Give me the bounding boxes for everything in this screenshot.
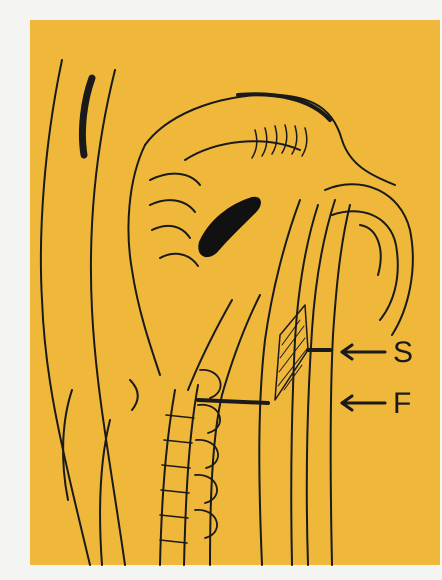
fold-4 xyxy=(160,254,198,266)
fold-2 xyxy=(150,200,195,212)
line-F xyxy=(198,400,268,403)
skull-top-thick xyxy=(238,94,330,120)
arrow-S xyxy=(342,345,385,359)
column-outer xyxy=(188,300,232,390)
arch-inner xyxy=(332,211,398,320)
black-crescent xyxy=(82,78,92,155)
black-ventricle xyxy=(199,198,260,256)
tube-b-right xyxy=(331,205,350,565)
hatched-region-outline xyxy=(275,305,308,400)
tube-a-right xyxy=(291,205,318,565)
vertebral-bodies xyxy=(195,370,221,538)
left-small-curves xyxy=(130,380,138,410)
lower-contour-1 xyxy=(100,420,110,565)
arch-outer xyxy=(325,184,413,335)
label-F: F xyxy=(393,387,411,420)
skull-outline xyxy=(145,95,395,185)
fold-3 xyxy=(152,226,190,238)
head-back xyxy=(128,145,160,375)
left-inner-contour xyxy=(91,70,125,565)
fold-1 xyxy=(150,174,200,185)
hatch-lines xyxy=(278,320,306,390)
arrow-F xyxy=(342,396,385,410)
arch-loop xyxy=(360,225,381,275)
label-S: S xyxy=(393,336,413,369)
